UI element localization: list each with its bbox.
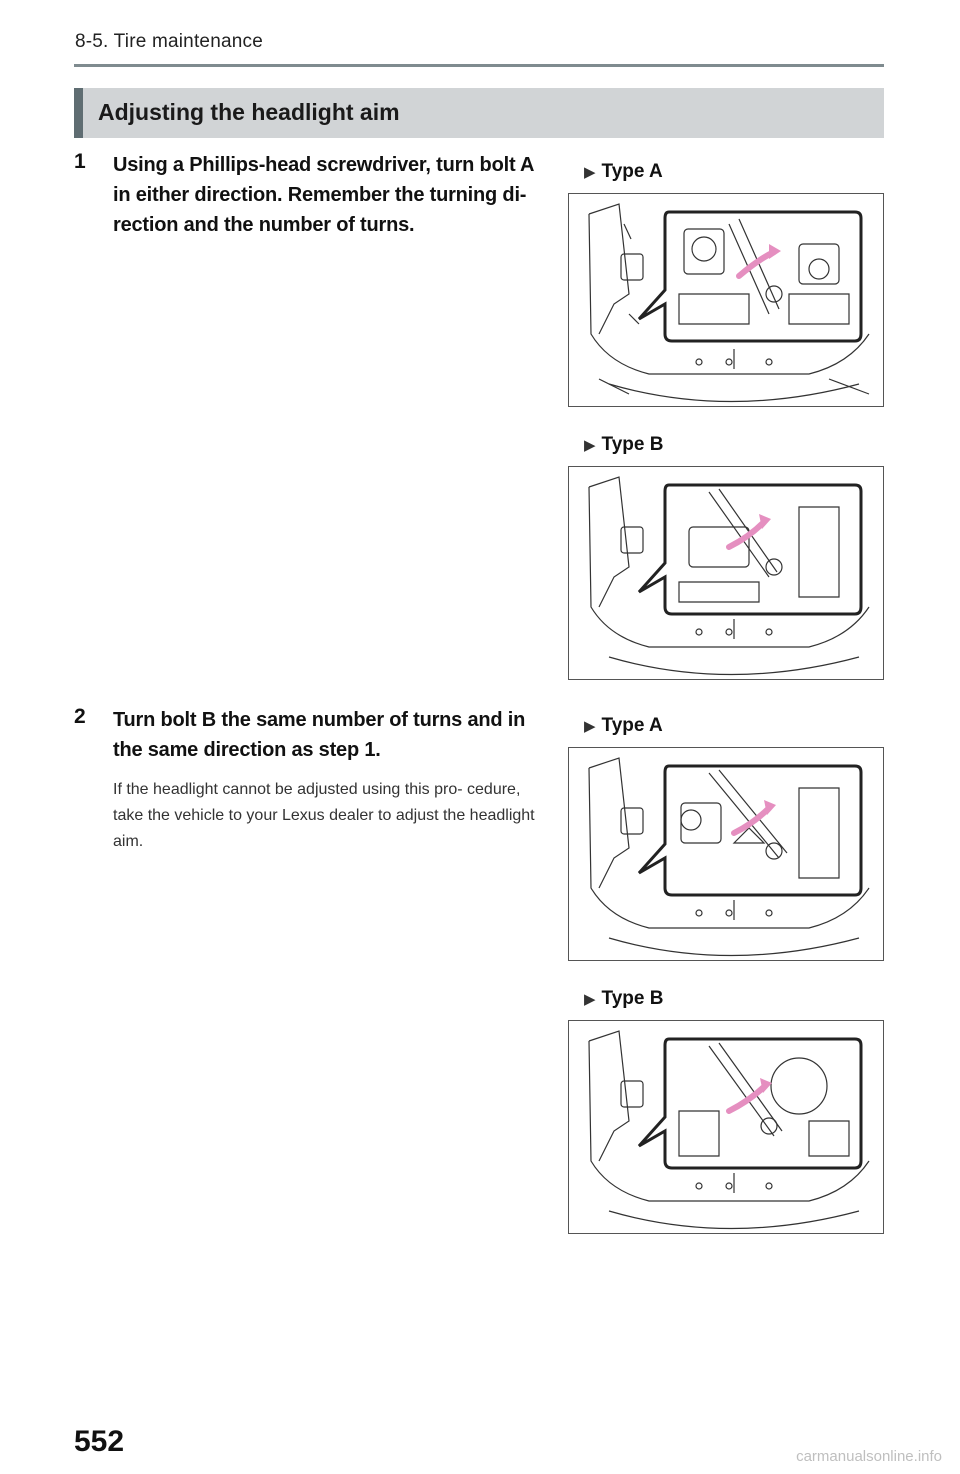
header-divider (74, 64, 884, 67)
section-bar-accent (74, 88, 83, 138)
figure-label-1: ▶Type A (584, 161, 663, 182)
figure-label-4: ▶Type B (584, 988, 664, 1009)
figure-label-3: ▶Type A (584, 715, 663, 736)
headlight-illustration-step1-type-b (568, 466, 884, 680)
step-text: Turn bolt B the same number of turns and… (113, 709, 526, 761)
section-title: Adjusting the headlight aim (98, 99, 400, 125)
section-title-bar: Adjusting the headlight aim (74, 88, 884, 138)
headlight-illustration-step2-type-b (568, 1020, 884, 1234)
step-note: If the headlight cannot be adjusted usin… (113, 781, 535, 850)
step-number: 2 (74, 705, 86, 728)
page-number: 552 (74, 1425, 125, 1458)
figure-label-2: ▶Type B (584, 434, 664, 455)
triangle-right-icon: ▶ (584, 991, 596, 1008)
watermark: carmanualsonline.info (796, 1448, 942, 1465)
step-number: 1 (74, 150, 86, 173)
headlight-illustration-step1-type-a (568, 193, 884, 407)
step-text: Using a Phillips-head screwdriver, turn … (113, 154, 534, 236)
triangle-right-icon: ▶ (584, 437, 596, 454)
triangle-right-icon: ▶ (584, 718, 596, 735)
triangle-right-icon: ▶ (584, 164, 596, 181)
section-header: 8-5. Tire maintenance (75, 31, 263, 52)
headlight-illustration-step2-type-a (568, 747, 884, 961)
